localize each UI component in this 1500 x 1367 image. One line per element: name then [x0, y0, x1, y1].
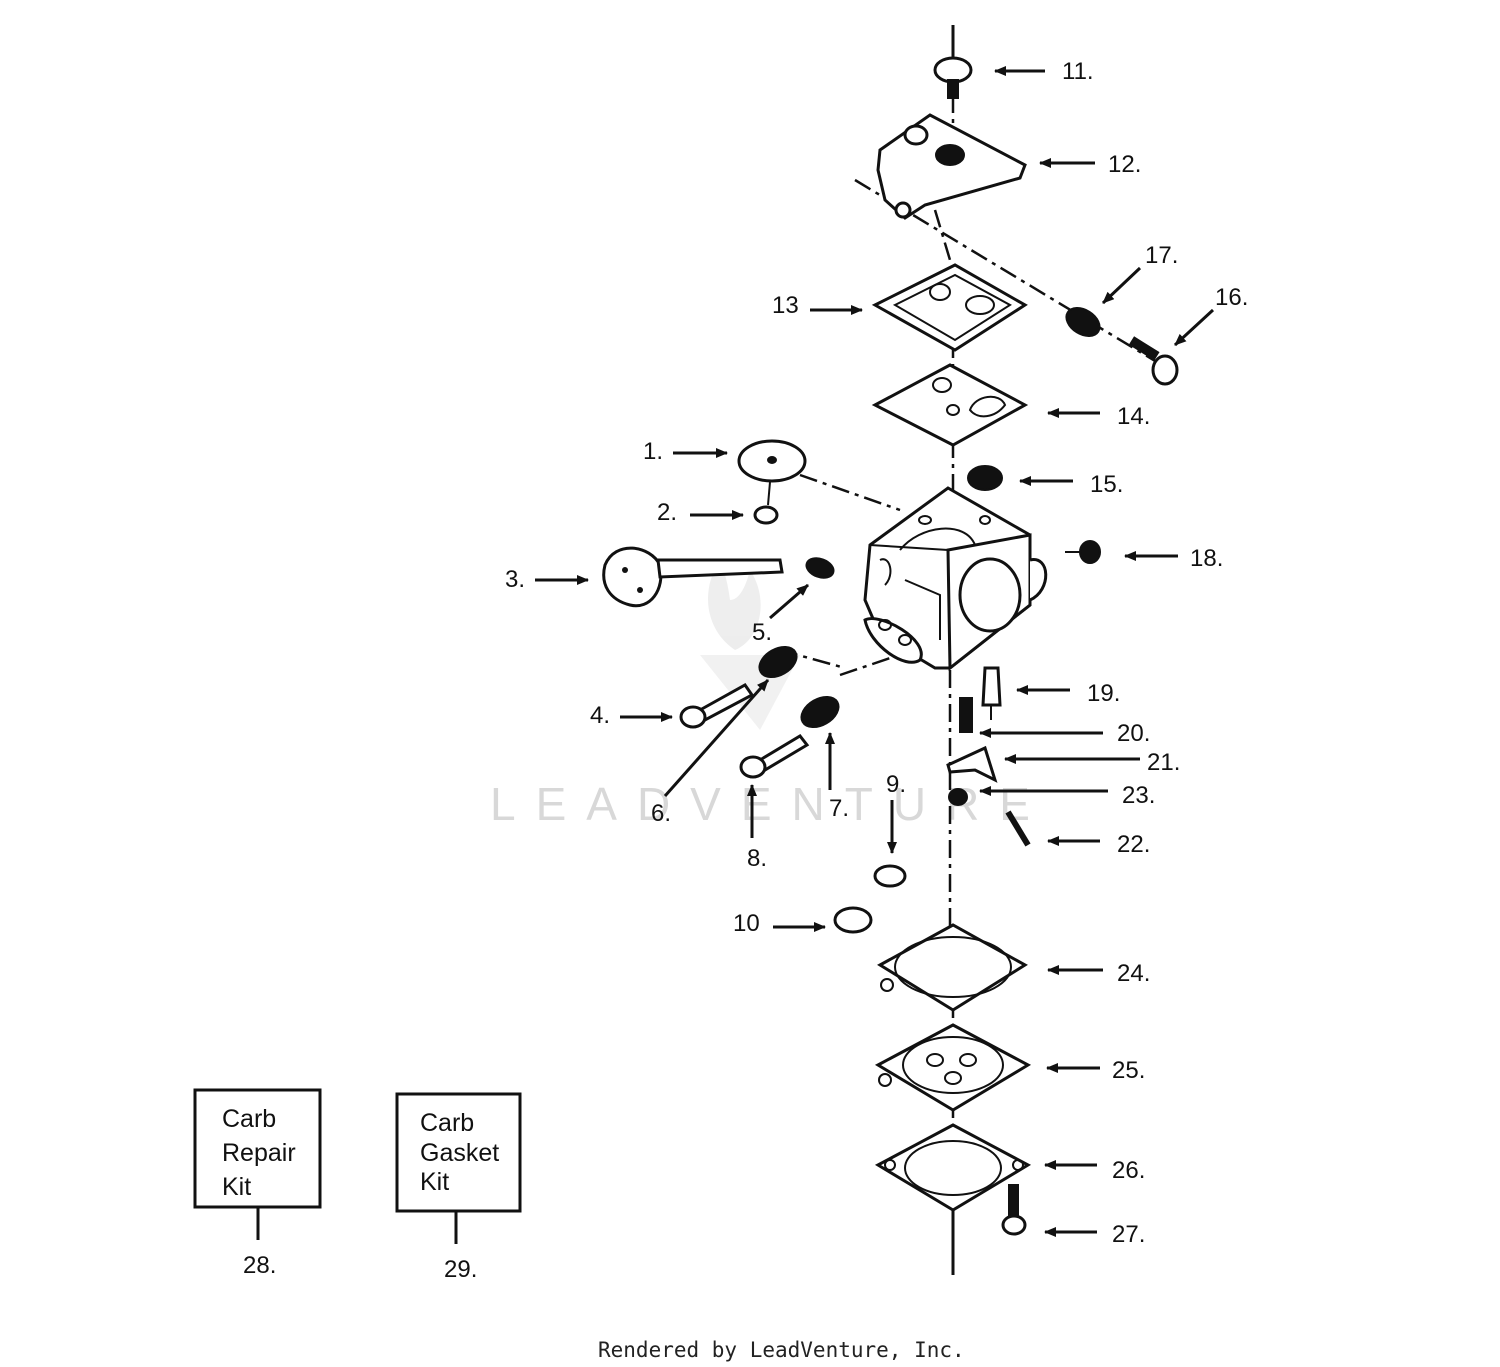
- part-8-needle: [739, 734, 810, 779]
- callout-15: 15.: [1090, 471, 1123, 498]
- callout-1: 1.: [643, 438, 663, 465]
- kit-28-line-2: Repair: [222, 1139, 296, 1167]
- part-19-needle: [981, 666, 1002, 720]
- callout-20: 20.: [1117, 720, 1150, 747]
- part-18-plug: [1065, 540, 1101, 564]
- callout-27: 27.: [1112, 1221, 1145, 1248]
- callout-4: 4.: [590, 702, 610, 729]
- part-22-pin: [1005, 810, 1031, 847]
- part-4-needle: [679, 683, 755, 729]
- callout-21: 21.: [1147, 749, 1180, 776]
- part-2-nut: [753, 505, 779, 525]
- part-3-shaft: [602, 546, 784, 608]
- callout-23: 23.: [1122, 782, 1155, 809]
- part-15-plug: [967, 465, 1003, 491]
- kit-29-line-2: Gasket: [420, 1139, 499, 1167]
- callout-25: 25.: [1112, 1057, 1145, 1084]
- callout-5: 5.: [752, 619, 772, 646]
- callout-29: 29.: [444, 1256, 477, 1283]
- watermark-text: LEADVENTURE: [490, 778, 1050, 830]
- callout-7: 7.: [829, 795, 849, 822]
- callout-3: 3.: [505, 566, 525, 593]
- callout-12: 12.: [1108, 151, 1141, 178]
- part-13-gasket: [871, 263, 1028, 352]
- part-20-spring: [959, 697, 973, 733]
- callout-28: 28.: [243, 1252, 276, 1279]
- part-21-lever: [946, 745, 998, 783]
- part-6-spring: [758, 645, 798, 679]
- footer-credit: Rendered by LeadVenture, Inc.: [598, 1338, 965, 1362]
- part-25-diaphragm: [874, 1023, 1032, 1112]
- part-27-screw: [1001, 1184, 1027, 1236]
- callout-22: 22.: [1117, 831, 1150, 858]
- part-23-screw: [948, 788, 968, 806]
- kit-28-line-3: Kit: [222, 1173, 251, 1201]
- part-26-cover: [874, 1123, 1032, 1212]
- carburetor-body: [863, 486, 1048, 672]
- part-7-spring: [800, 695, 840, 729]
- callout-26: 26.: [1112, 1157, 1145, 1184]
- part-9-plug: [873, 864, 907, 888]
- callout-8: 8.: [747, 845, 767, 872]
- callout-labels: 11. 12. 17. 16. 13 14. 1. 15. 2. 18. 3. …: [243, 58, 1248, 1283]
- callout-17: 17.: [1145, 242, 1178, 269]
- kit-28-line-1: Carb: [222, 1105, 276, 1133]
- part-5-spring: [805, 557, 835, 579]
- part-10-plug: [833, 906, 873, 934]
- kit-box-28: Carb Repair Kit: [193, 1088, 322, 1240]
- callout-18: 18.: [1190, 545, 1223, 572]
- callout-24: 24.: [1117, 960, 1150, 987]
- part-16-screw: [1128, 336, 1179, 386]
- kit-29-line-1: Carb: [420, 1109, 474, 1137]
- callout-13: 13: [772, 292, 799, 319]
- part-14-plate: [871, 363, 1029, 447]
- callout-11: 11.: [1062, 58, 1094, 85]
- callout-10: 10: [733, 910, 760, 937]
- callout-16: 16.: [1215, 284, 1248, 311]
- part-17-spring: [1065, 307, 1101, 337]
- part-1-disc: [737, 439, 807, 506]
- part-24-gasket: [877, 923, 1028, 1012]
- callout-2: 2.: [657, 499, 677, 526]
- callout-14: 14.: [1117, 403, 1150, 430]
- kit-29-line-3: Kit: [420, 1168, 449, 1196]
- kit-box-29: Carb Gasket Kit: [395, 1092, 522, 1244]
- part-11-screw: [933, 56, 973, 99]
- part-12-cover: [876, 113, 1027, 220]
- callout-19: 19.: [1087, 680, 1120, 707]
- callout-9: 9.: [886, 771, 906, 798]
- callout-6: 6.: [651, 800, 671, 827]
- leader-arrows: [535, 66, 1215, 1237]
